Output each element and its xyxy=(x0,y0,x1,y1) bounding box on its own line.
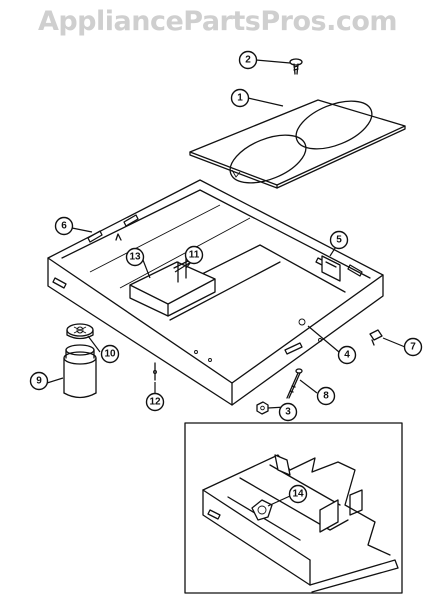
svg-text:2: 2 xyxy=(245,55,251,66)
callout-6: 6 xyxy=(54,216,74,236)
pin-part xyxy=(153,362,157,381)
bolt-part xyxy=(286,368,303,399)
svg-text:14: 14 xyxy=(292,489,304,500)
callout-3: 3 xyxy=(278,402,298,422)
svg-text:1: 1 xyxy=(237,93,243,104)
callout-14: 14 xyxy=(288,484,308,504)
callout-1: 1 xyxy=(230,88,250,108)
screw-part xyxy=(289,58,303,75)
callout-4: 4 xyxy=(337,345,357,365)
jar-part xyxy=(63,344,97,399)
callout-9: 9 xyxy=(29,371,49,391)
cooktop-panel xyxy=(189,99,406,189)
callout-13: 13 xyxy=(125,247,145,267)
svg-text:8: 8 xyxy=(323,391,329,402)
callout-2: 2 xyxy=(238,50,258,70)
lid-part xyxy=(66,323,94,340)
inset-detail xyxy=(184,422,403,594)
watermark-text: AppliancePartsPros.com xyxy=(37,6,398,37)
svg-text:11: 11 xyxy=(189,250,200,261)
svg-text:5: 5 xyxy=(336,235,342,246)
burner-box xyxy=(47,179,384,406)
callout-11: 11 xyxy=(184,245,204,265)
callout-7: 7 xyxy=(403,337,423,357)
svg-text:10: 10 xyxy=(104,349,116,360)
svg-text:12: 12 xyxy=(149,397,161,408)
nut-part xyxy=(256,401,269,415)
clip-part xyxy=(369,329,383,346)
callout-5: 5 xyxy=(329,230,349,250)
svg-text:9: 9 xyxy=(36,376,42,387)
leader-lines xyxy=(46,59,406,507)
svg-text:6: 6 xyxy=(61,221,67,232)
callout-12: 12 xyxy=(145,392,165,412)
callout-8: 8 xyxy=(316,386,336,406)
svg-text:13: 13 xyxy=(129,252,141,263)
svg-text:7: 7 xyxy=(410,342,416,353)
svg-text:3: 3 xyxy=(285,407,291,418)
svg-text:4: 4 xyxy=(344,350,350,361)
callout-10: 10 xyxy=(100,344,120,364)
